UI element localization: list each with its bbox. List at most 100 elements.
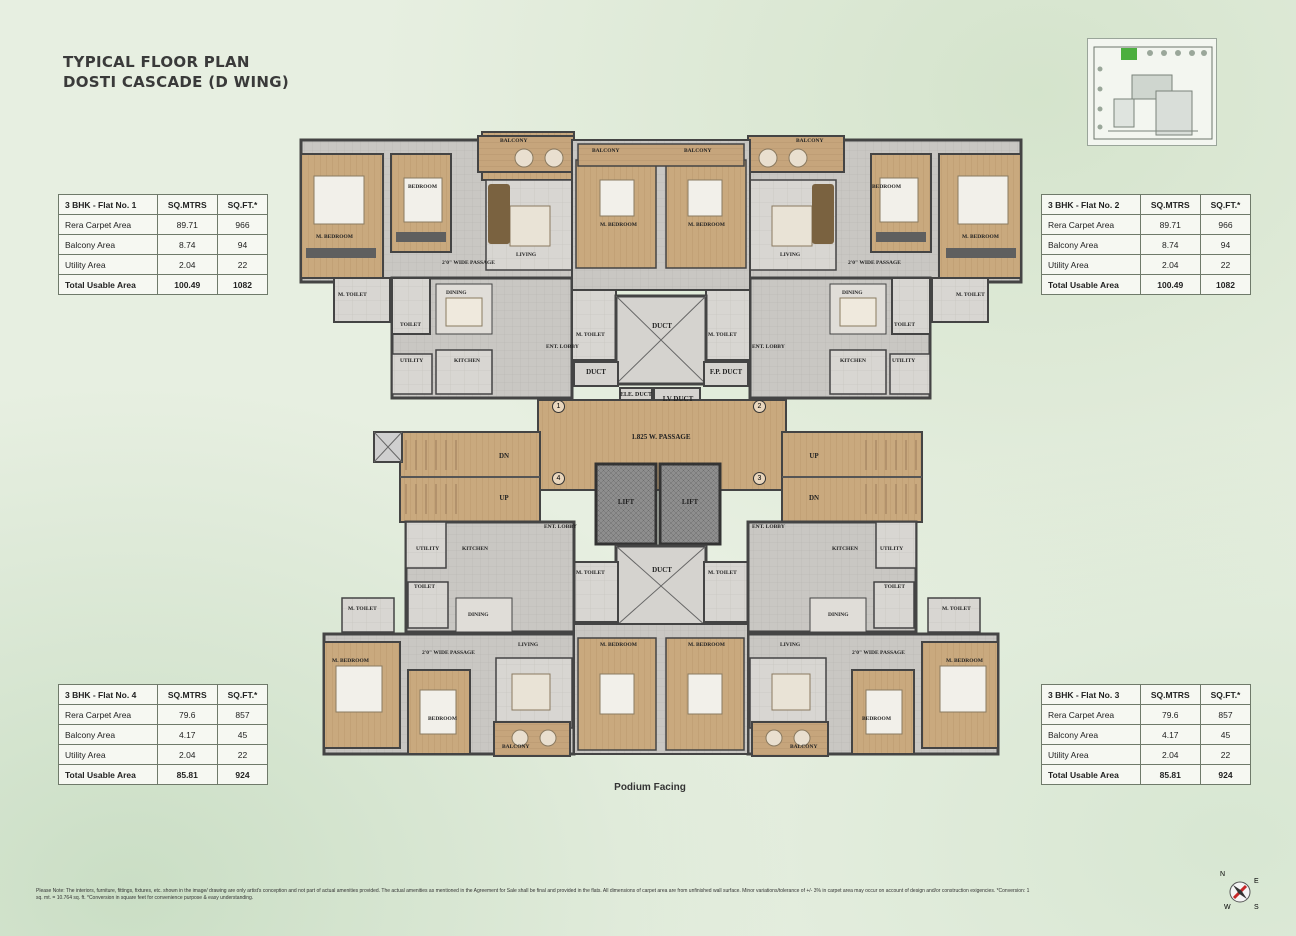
flat1-bedroom: BEDROOM [408, 184, 438, 190]
core-m-toilet-right: M. TOILET [708, 332, 737, 338]
compass-w: W [1224, 904, 1231, 911]
flat4-m-bedroom: M. BEDROOM [332, 658, 369, 664]
table-cell: 85.81 [156, 764, 218, 785]
table-cell: 966 [216, 214, 269, 235]
table-cell: Total Usable Area [1041, 274, 1141, 295]
flat2-dining: DINING [842, 290, 863, 296]
table-cell: 4.17 [156, 724, 218, 745]
flat4-bedroom: BEDROOM [428, 716, 458, 722]
flat3-balcony: BALCONY [790, 744, 818, 750]
flat4-m-toilet: M. TOILET [348, 606, 377, 612]
table-cell: 45 [216, 724, 269, 745]
table-header-cell: SQ.FT.* [216, 684, 269, 705]
stair-right-dn-label: DN [808, 494, 820, 502]
flat3-utility: UTILITY [880, 546, 904, 552]
table-cell: 89.71 [1139, 214, 1201, 235]
table-cell: Balcony Area [1041, 234, 1141, 255]
table-cell: 2.04 [1139, 254, 1201, 275]
table-cell: 1082 [216, 274, 269, 295]
flat3-m-toilet: M. TOILET [942, 606, 971, 612]
flat3-toilet: TOILET [884, 584, 905, 590]
flat-4-plan [322, 520, 576, 757]
lobby-marker-2: 2 [753, 400, 766, 413]
lobby-marker-4: 4 [552, 472, 565, 485]
key-plan-graphic [1093, 46, 1213, 140]
flat1-m-toilet: M. TOILET [338, 292, 367, 298]
flat2-passage: 2'0" WIDE PASSAGE [848, 260, 901, 266]
table-header-cell: SQ.MTRS [1139, 684, 1201, 705]
stair-right-up-label: UP [809, 452, 819, 460]
flat3-m-bedroom: M. BEDROOM [946, 658, 983, 664]
core-balcony-right: BALCONY [684, 148, 712, 154]
table-cell: 22 [216, 744, 269, 765]
flat2-m-toilet: M. TOILET [956, 292, 985, 298]
flat2-ent-lobby: ENT. LOBBY [752, 344, 785, 350]
title-line-2: DOSTI CASCADE (D WING) [63, 73, 289, 91]
flat3-bedroom: BEDROOM [862, 716, 892, 722]
table-header-cell: 3 BHK - Flat No. 2 [1041, 194, 1141, 215]
core-lower-m-bedroom-right: M. BEDROOM [688, 642, 725, 648]
table-cell: Total Usable Area [58, 764, 158, 785]
table-cell: 79.6 [156, 704, 218, 725]
duct-left-label: DUCT [586, 368, 606, 376]
flat3-dining: DINING [828, 612, 849, 618]
title-line-1: TYPICAL FLOOR PLAN [63, 53, 250, 71]
flat3-passage: 2'0" WIDE PASSAGE [852, 650, 905, 656]
core-lower-m-bedroom-left: M. BEDROOM [600, 642, 637, 648]
table-header-cell: SQ.MTRS [156, 194, 218, 215]
flat4-toilet: TOILET [414, 584, 435, 590]
core-lower-m-toilet-left: M. TOILET [576, 570, 605, 576]
core-lower [573, 623, 749, 755]
table-cell: 966 [1199, 214, 1252, 235]
flat1-kitchen: KITCHEN [454, 358, 480, 364]
passage-zone [373, 399, 923, 628]
flat2-utility: UTILITY [892, 358, 916, 364]
flat-3-plan [746, 520, 1000, 757]
table-cell: 89.71 [156, 214, 218, 235]
table-header-cell: SQ.MTRS [1139, 194, 1201, 215]
core-lower-m-toilet-right: M. TOILET [708, 570, 737, 576]
lv-duct-label: LV DUCT [662, 395, 694, 403]
table-cell: 79.6 [1139, 704, 1201, 725]
flat2-toilet: TOILET [894, 322, 915, 328]
table-header-cell: SQ.MTRS [156, 684, 218, 705]
flat2-m-bedroom: M. BEDROOM [962, 234, 999, 240]
table-cell: 857 [216, 704, 269, 725]
table-cell: Rera Carpet Area [58, 704, 158, 725]
stair-left-dn-label: DN [498, 452, 510, 460]
flat4-utility: UTILITY [416, 546, 440, 552]
table-cell: 22 [1199, 254, 1252, 275]
table-cell: Rera Carpet Area [58, 214, 158, 235]
table-cell: Total Usable Area [1041, 764, 1141, 785]
table-cell: Utility Area [1041, 744, 1141, 765]
flat1-ent-lobby: ENT. LOBBY [546, 344, 579, 350]
core-upper [571, 139, 751, 411]
disclaimer-note: Please Note: The interiors, furniture, f… [36, 888, 1030, 901]
table-cell: 22 [216, 254, 269, 275]
flat2-balcony: BALCONY [796, 138, 824, 144]
compass: N E S W [1218, 870, 1262, 914]
compass-n: N [1220, 871, 1226, 878]
table-cell: Balcony Area [1041, 724, 1141, 745]
table-cell: 100.49 [156, 274, 218, 295]
table-cell: Utility Area [1041, 254, 1141, 275]
table-cell: 45 [1199, 724, 1252, 745]
core-m-bedroom-left: M. BEDROOM [600, 222, 637, 228]
table-cell: Rera Carpet Area [1041, 704, 1141, 725]
